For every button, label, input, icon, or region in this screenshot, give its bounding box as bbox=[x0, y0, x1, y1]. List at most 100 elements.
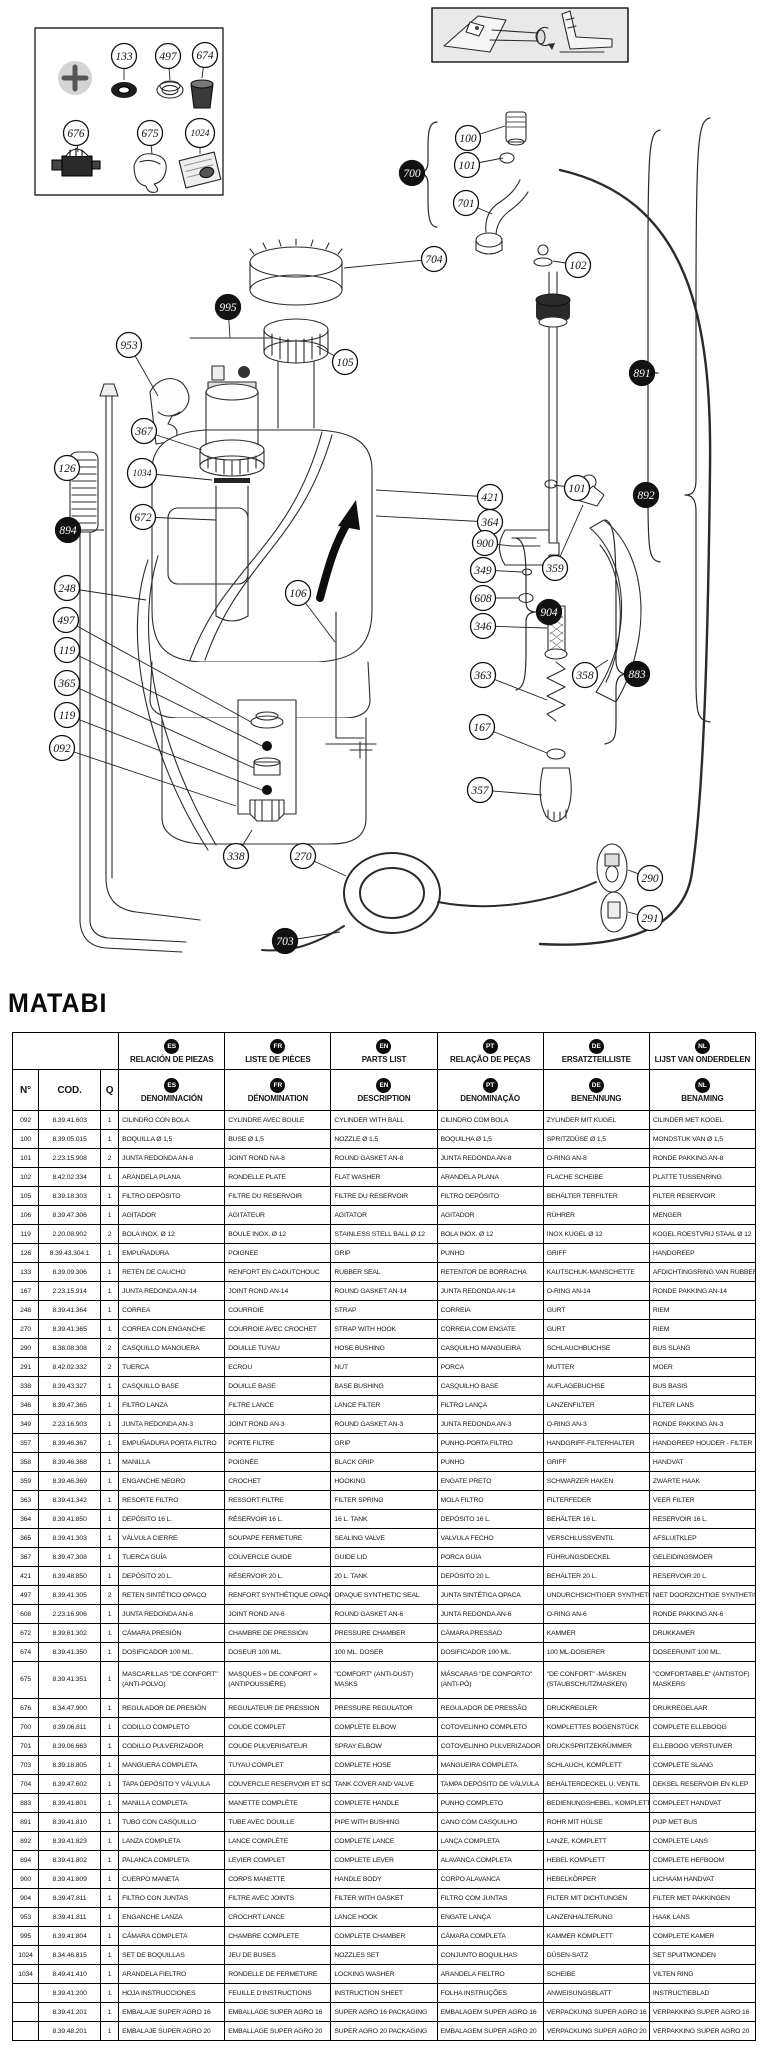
cell-description-en: COMPLETE HOSE bbox=[330, 1755, 438, 1775]
cell-description-es: CODILLO PULVERIZADOR bbox=[118, 1736, 226, 1756]
cell-description-pt: RETENTOR DE BORRACHA bbox=[436, 1262, 544, 1282]
cell-description-nl: RONDE PAKKING AN-8 bbox=[648, 1148, 757, 1168]
cell-code: 8.34.47.900 bbox=[38, 1698, 102, 1718]
cell-description-de: O-RING AN-6 bbox=[542, 1604, 650, 1624]
part-balloon-883 bbox=[623, 660, 651, 688]
part-balloon-892 bbox=[632, 481, 660, 509]
cell-quantity: 1 bbox=[100, 1774, 120, 1794]
cell-description-pt: EMBALAGEM SUPER AGRO 20 bbox=[436, 2021, 544, 2041]
cell-code: 8.39.47.308 bbox=[38, 1547, 102, 1567]
cell-code: 8.39.47.306 bbox=[38, 1205, 102, 1225]
cell-quantity: 1 bbox=[100, 1983, 120, 2003]
part-balloon-label: 672 bbox=[134, 512, 152, 524]
cell-code: 8.49.41.410 bbox=[38, 1964, 102, 1984]
cell-part-number: 365 bbox=[11, 1528, 40, 1548]
part-balloon-100 bbox=[454, 124, 482, 152]
cell-part-number: 703 bbox=[11, 1755, 40, 1775]
cell-description-pt: ARANDELA FIELTRO bbox=[436, 1964, 544, 1984]
cell-description-nl: MENGER bbox=[648, 1205, 757, 1225]
cell-part-number: 672 bbox=[11, 1623, 40, 1643]
cell-part-number: 676 bbox=[11, 1698, 40, 1718]
part-balloon-label: 359 bbox=[545, 563, 564, 575]
cell-description-nl: FILTER LANS bbox=[648, 1395, 757, 1415]
cell-quantity: 1 bbox=[100, 1926, 120, 1946]
cell-description-nl: HANDGREEP HOUDER - FILTER bbox=[648, 1433, 757, 1453]
cell-quantity: 1 bbox=[100, 2002, 120, 2022]
cell-description-fr: COUVERCLE GUIDE bbox=[224, 1547, 332, 1567]
cell-description-nl: COMPLETE SLANG bbox=[648, 1755, 757, 1775]
cell-quantity: 1 bbox=[100, 1642, 120, 1662]
cell-description-fr: TUYAU COMPLET bbox=[224, 1755, 332, 1775]
col-title-label: DENOMINACIÓN bbox=[140, 1093, 203, 1103]
part-balloon-label: 674 bbox=[196, 50, 214, 62]
cell-description-es: CUERPO MANETA bbox=[118, 1869, 226, 1889]
cell-description-en: TANK COVER AND VALVE bbox=[330, 1774, 438, 1794]
part-balloon-label: 675 bbox=[141, 128, 159, 140]
col-title-label: DÉNOMINATION bbox=[247, 1093, 308, 1103]
leader-line bbox=[66, 649, 263, 747]
cell-description-en: FLAT WASHER bbox=[330, 1167, 438, 1187]
cell-description-de: HEBEL KOMPLETT bbox=[542, 1850, 650, 1870]
cell-description-en: BLACK GRIP bbox=[330, 1452, 438, 1472]
cell-description-pt: BOLA INOX. Ø 12 bbox=[436, 1224, 544, 1244]
part-balloon-label: 900 bbox=[476, 538, 494, 550]
handle-filter-drawing bbox=[498, 474, 642, 823]
cell-description-en: LOCKING WASHER bbox=[330, 1964, 438, 1984]
list-title-label: RELACIÓN DE PIEZAS bbox=[129, 1054, 214, 1064]
cell-description-fr: PORTE FILTRE bbox=[224, 1433, 332, 1453]
cell-description-pt: CASQUILHO BASE bbox=[436, 1376, 544, 1396]
cell-description-es: CORREA CON ENGANCHE bbox=[118, 1319, 226, 1339]
cell-code: 2.20.08.902 bbox=[38, 1224, 102, 1244]
cell-description-nl: INSTRUCTIEBLAD bbox=[648, 1983, 757, 2003]
part-balloon-label: 119 bbox=[59, 710, 76, 722]
cell-description-en: SPRAY ELBOW bbox=[330, 1736, 438, 1756]
cell-description-de: BEDIENUNGSHEBEL, KOMPLETT bbox=[542, 1793, 650, 1813]
cell-description-es: LANZA COMPLETA bbox=[118, 1831, 226, 1851]
cell-description-nl: SET SPUITMONDEN bbox=[648, 1945, 757, 1965]
cell-description-pt: ENGATE LANÇA bbox=[436, 1907, 544, 1927]
cell-description-de: KAMMER bbox=[542, 1623, 650, 1643]
cell-description-fr: ECROU bbox=[224, 1357, 332, 1377]
cell-code: 8.39.46.367 bbox=[38, 1433, 102, 1453]
part-balloon-338 bbox=[222, 842, 250, 870]
part-balloon-label: 676 bbox=[67, 128, 85, 140]
cell-code: 8.39.46.369 bbox=[38, 1471, 102, 1491]
cell-description-de: FLACHE SCHEIBE bbox=[542, 1167, 650, 1187]
cell-quantity: 1 bbox=[100, 1717, 120, 1737]
cell-description-de: GRIFF bbox=[542, 1243, 650, 1263]
cell-code: 8.39.41.823 bbox=[38, 1831, 102, 1851]
cell-description-nl: HANDVAT bbox=[648, 1452, 757, 1472]
part-balloon-290 bbox=[636, 864, 664, 892]
cell-description-de: AUFLAGEBUCHSE bbox=[542, 1376, 650, 1396]
lid-strainer-drawing bbox=[249, 238, 343, 429]
cell-code: 8.39.41.303 bbox=[38, 1528, 102, 1548]
cell-part-number: 891 bbox=[11, 1812, 40, 1832]
cell-description-nl: BUS SLANG bbox=[648, 1338, 757, 1358]
cell-quantity: 2 bbox=[100, 1224, 120, 1244]
lang-badge-fr: FR bbox=[270, 1077, 286, 1093]
cell-description-pt: CILINDRO COM BOLA bbox=[436, 1110, 544, 1130]
cell-description-nl: "COMFORTABELE" (ANTISTOF) MASKERS bbox=[648, 1661, 757, 1699]
cell-description-en: NOZZLES SET bbox=[330, 1945, 438, 1965]
cell-description-pt: VALVULA FECHO bbox=[436, 1528, 544, 1548]
cell-description-fr: SOUPAPE FERMETURE bbox=[224, 1528, 332, 1548]
cell-description-fr: CHAMBRE COMPLETE bbox=[224, 1926, 332, 1946]
cell-part-number: 701 bbox=[11, 1736, 40, 1756]
